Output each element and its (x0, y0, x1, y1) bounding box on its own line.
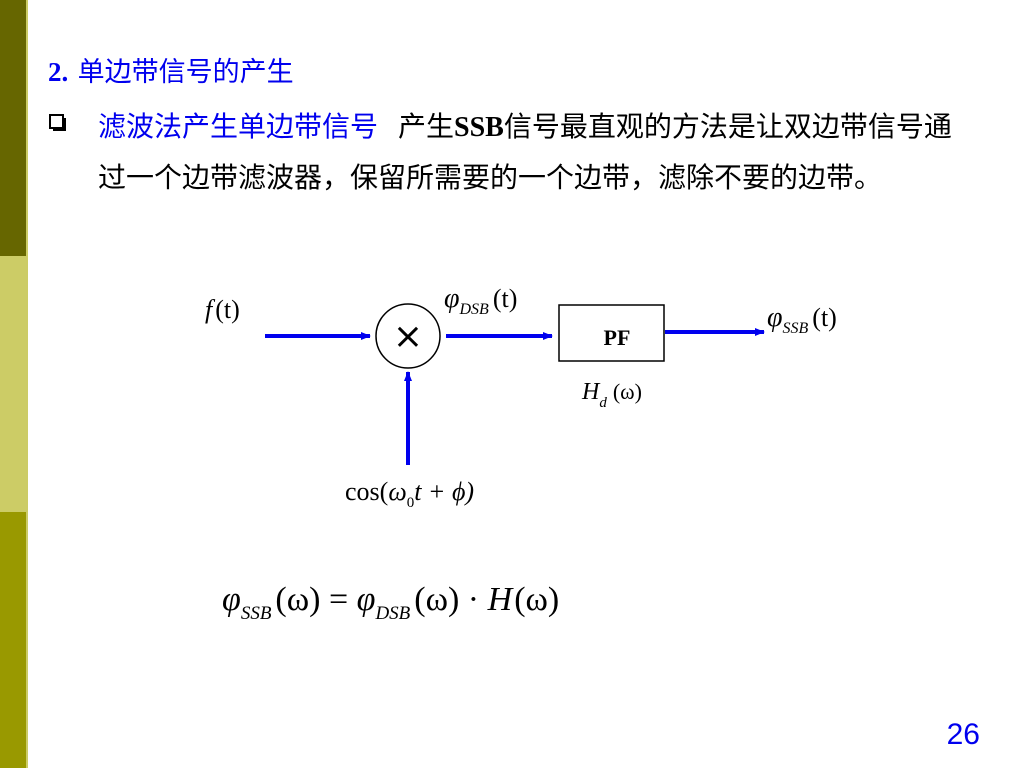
section-number: 2. (48, 57, 69, 87)
bullet-highlight: 滤波法产生单边带信号 (98, 110, 379, 143)
bullet-ssb: SSB (454, 112, 504, 143)
page-number: 26 (946, 718, 980, 751)
multiplier-icon: × (393, 316, 423, 357)
bullet-paragraph: 滤波法产生单边带信号产生SSB信号最直观的方法是让双边带信号通过一个边带滤波器，… (98, 102, 978, 203)
bullet-text-before: 产生 (398, 110, 455, 143)
input-signal-label: f(t) (205, 295, 240, 324)
side-bar-bottom (0, 512, 26, 768)
ssb-signal-label: φSSB(t) (767, 302, 837, 337)
carrier-label: cos(ω0t + ϕ) (345, 477, 474, 511)
side-bar-middle (0, 256, 26, 512)
side-rule (26, 0, 28, 768)
section-title: 单边带信号的产生 (77, 57, 294, 88)
bullet-text-after: 信号最直观的方法是让双边带信号通过一个边带滤波器，保留所需要的一个边带，滤除不要… (98, 110, 952, 194)
side-bar-top (0, 0, 26, 256)
section-heading: 2. 单边带信号的产生 (48, 50, 294, 89)
filter-box (558, 304, 665, 362)
dsb-signal-label: φDSB(t) (444, 283, 517, 318)
bullet-checkbox-icon (49, 114, 64, 129)
filter-label: PF (604, 325, 631, 350)
multiplier-circle (375, 303, 441, 369)
ssb-formula: φSSB(ω) = φDSB(ω) · H(ω) (222, 581, 559, 624)
filter-transfer-label: Hd(ω) (581, 379, 642, 411)
